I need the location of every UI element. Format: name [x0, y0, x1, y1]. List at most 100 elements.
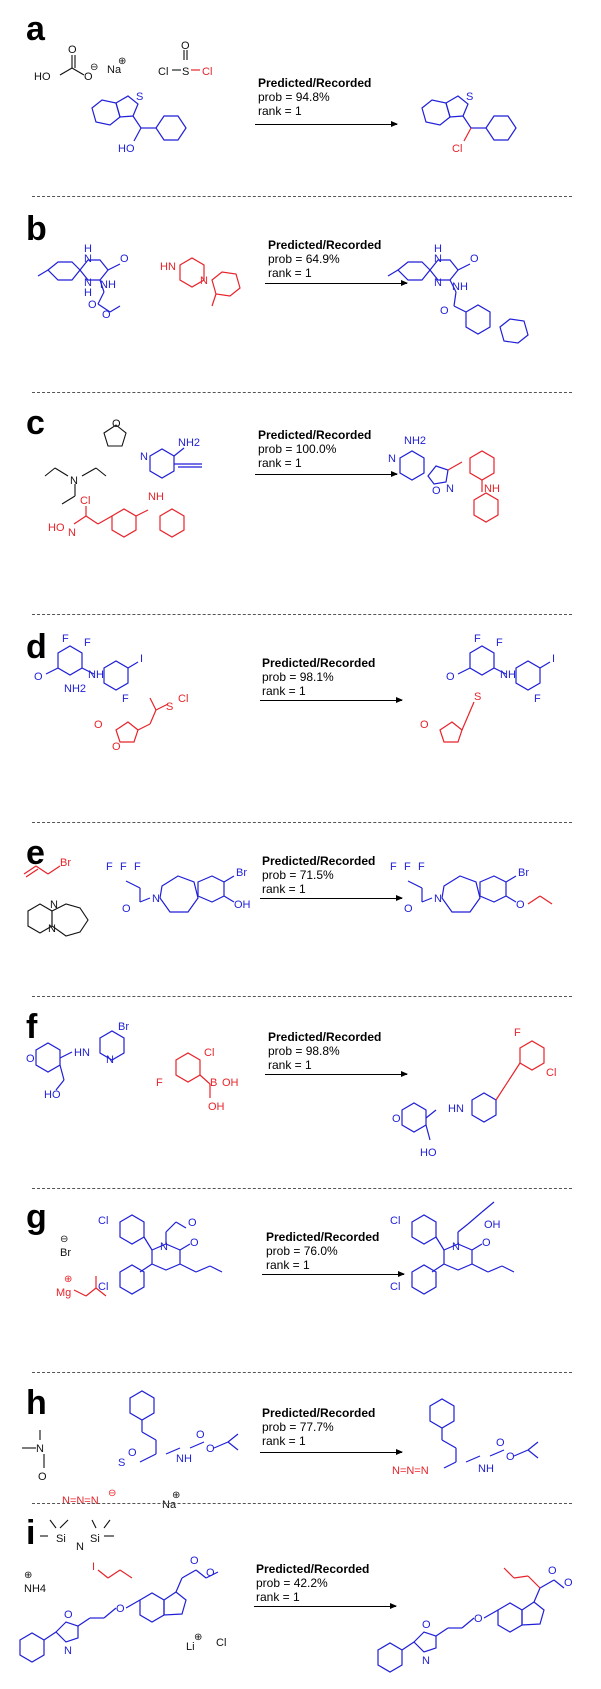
- atom-label: O: [422, 1619, 431, 1631]
- atom-label: N: [140, 451, 148, 463]
- atom-label: F: [534, 693, 541, 705]
- prediction-info: Predicted/Recorded prob = 76.0% rank = 1: [266, 1230, 379, 1272]
- atom-label: HO: [118, 143, 135, 155]
- atom-label: S: [474, 691, 481, 703]
- atom-label: N: [106, 1054, 114, 1066]
- prediction-rank: rank = 1: [268, 266, 312, 280]
- charge-plus: ⊕: [194, 1632, 202, 1643]
- panel-f: f Br N O HN HO Cl F B OH OH F: [0, 1000, 601, 1186]
- atom-label: O: [206, 1443, 215, 1455]
- atom-label: H: [84, 287, 92, 299]
- prediction-prob: prob = 94.8%: [258, 90, 330, 104]
- prediction-prob: prob = 42.2%: [256, 1576, 328, 1590]
- atom-label: O: [516, 899, 525, 911]
- charge-plus: ⊕: [172, 1490, 180, 1501]
- atom-label: HN: [74, 1047, 90, 1059]
- prediction-prob: prob = 76.0%: [266, 1244, 338, 1258]
- prediction-rank: rank = 1: [258, 104, 302, 118]
- prediction-prob: prob = 77.7%: [262, 1420, 334, 1434]
- atom-label: NH: [484, 483, 500, 495]
- atom-label: Cl: [202, 66, 212, 78]
- panel-d: d F F I O NH NH2 F O O S Cl: [0, 618, 601, 814]
- prediction-rank: rank = 1: [262, 1434, 306, 1448]
- reactant-structures: H N N H O NH O O HN N H N N O NH O: [37, 243, 529, 344]
- panel-separator: [32, 1372, 572, 1373]
- panel-separator: [32, 614, 572, 615]
- atom-label: NH2: [64, 683, 86, 695]
- prediction-info: Predicted/Recorded prob = 94.8% rank = 1: [258, 76, 371, 118]
- atom-label: S: [466, 91, 473, 103]
- prediction-rank: rank = 1: [258, 456, 302, 470]
- atom-label: NH4: [24, 1583, 46, 1595]
- atom-label: O: [440, 305, 449, 317]
- atom-label: O: [446, 671, 455, 683]
- atom-label: HO: [34, 71, 51, 83]
- atom-label: HN: [160, 261, 176, 273]
- atom-label: OH: [484, 1219, 501, 1231]
- atom-label: N: [70, 475, 78, 487]
- atom-label: Cl: [452, 143, 462, 155]
- reaction-arrow: [265, 280, 408, 286]
- atom-label: O: [392, 1113, 401, 1125]
- atom-label: NH: [500, 669, 516, 681]
- atom-label: N: [152, 893, 160, 905]
- atom-label: S: [182, 66, 189, 78]
- atom-label: Cl: [216, 1637, 226, 1649]
- atom-label: Cl: [204, 1047, 214, 1059]
- atom-label: N: [434, 277, 442, 289]
- prediction-prob: prob = 98.8%: [268, 1044, 340, 1058]
- atom-label: Cl: [390, 1281, 400, 1293]
- atom-label: O: [112, 418, 121, 430]
- atom-label: O: [116, 1603, 125, 1615]
- atom-label: F: [418, 861, 425, 873]
- prediction-header: Predicted/Recorded: [262, 854, 376, 868]
- atom-label: B: [210, 1077, 217, 1089]
- atom-label: O: [496, 1437, 505, 1449]
- panel-letter: a: [26, 10, 45, 48]
- atom-label: NH: [100, 279, 116, 291]
- prediction-header: Predicted/Recorded: [256, 1562, 370, 1576]
- prediction-info: Predicted/Recorded prob = 42.2% rank = 1: [256, 1562, 369, 1604]
- atom-label: NH: [88, 669, 104, 681]
- panel-a: a HO O O ⊖ Na ⊕ Cl S O Cl S HO: [0, 0, 601, 185]
- panel-letter: c: [26, 404, 45, 442]
- reactant-structures: Br ⊖ Mg ⊕ Cl Cl N O O: [56, 1201, 515, 1299]
- atom-label: H: [434, 243, 442, 255]
- atom-label: O: [548, 1565, 557, 1577]
- atom-label: O: [190, 1237, 199, 1249]
- panel-letter: f: [26, 1008, 38, 1046]
- prediction-header: Predicted/Recorded: [266, 1230, 380, 1244]
- atom-label: O: [26, 1053, 35, 1065]
- atom-label: N: [64, 1645, 72, 1657]
- panel-separator: [32, 392, 572, 393]
- panel-g: g Br ⊖ Mg ⊕ Cl Cl N O O: [0, 1192, 601, 1372]
- prediction-header: Predicted/Recorded: [262, 656, 376, 670]
- atom-label: Li: [186, 1641, 195, 1653]
- atom-label: N: [68, 527, 76, 539]
- reaction-arrow: [260, 697, 403, 703]
- panel-c: c O N NH2 N Cl HO N NH: [0, 396, 601, 606]
- prediction-header: Predicted/Recorded: [262, 1406, 376, 1420]
- prediction-header: Predicted/Recorded: [268, 1030, 382, 1044]
- atom-label: I: [92, 1561, 95, 1573]
- atom-label: Cl: [98, 1281, 108, 1293]
- atom-label: O: [474, 1613, 483, 1625]
- atom-label: N: [200, 275, 208, 287]
- charge-minus: ⊖: [108, 1488, 116, 1499]
- reaction-arrow: [265, 1071, 408, 1077]
- atom-label: NH: [176, 1453, 192, 1465]
- prediction-info: Predicted/Recorded prob = 100.0% rank = …: [258, 428, 371, 470]
- atom-label: Si: [56, 1533, 66, 1545]
- reaction-arrow: [260, 895, 403, 901]
- atom-label: O: [128, 1447, 137, 1459]
- atom-label: F: [120, 861, 127, 873]
- panel-e: e Br N N F F F O N Br OH: [0, 826, 601, 992]
- prediction-rank: rank = 1: [268, 1058, 312, 1072]
- atom-label: O: [94, 719, 103, 731]
- atom-label: OH: [208, 1101, 225, 1113]
- atom-label: N: [84, 253, 92, 265]
- charge-plus: ⊕: [118, 56, 126, 67]
- charge-minus: ⊖: [90, 62, 98, 73]
- atom-label: F: [122, 693, 129, 705]
- atom-label: O: [470, 253, 479, 265]
